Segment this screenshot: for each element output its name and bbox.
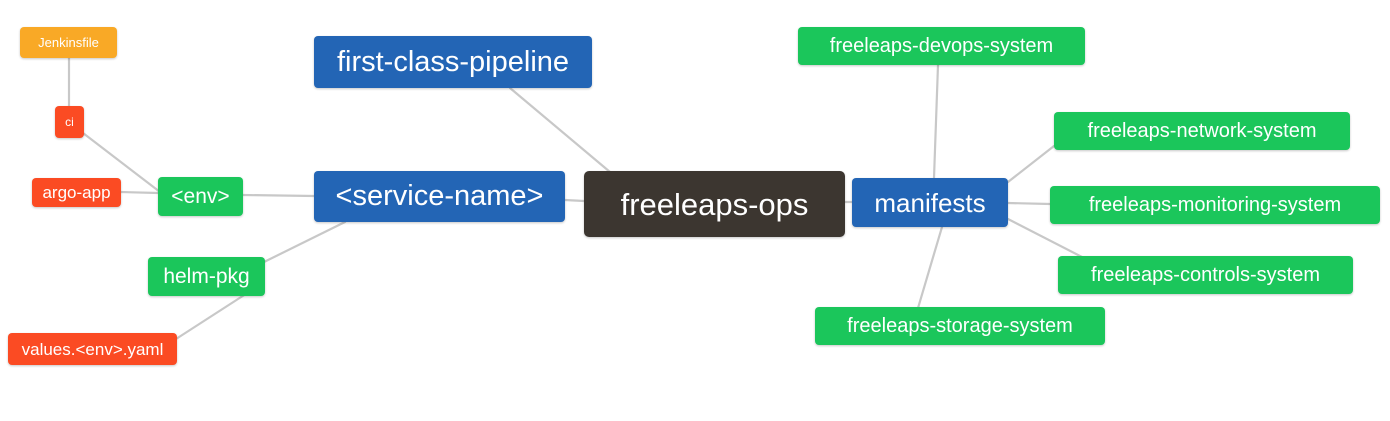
node-label: values.<env>.yaml — [21, 339, 164, 359]
edge-manifests-storage-system — [916, 225, 944, 310]
edge-root-service-name — [563, 198, 586, 203]
node-label: freeleaps-ops — [620, 186, 809, 222]
node-freeleaps-network-system[interactable]: freeleaps-network-system — [1054, 112, 1350, 150]
edge-manifests-monitoring-system — [1006, 201, 1052, 206]
edge-env-argo-app — [118, 190, 160, 195]
node-jenkinsfile[interactable]: Jenkinsfile — [20, 27, 117, 58]
node-manifests[interactable]: manifests — [852, 178, 1008, 227]
node-label: <service-name> — [335, 180, 544, 212]
node-label: Jenkinsfile — [38, 35, 99, 50]
node-freeleaps-storage-system[interactable]: freeleaps-storage-system — [815, 307, 1105, 345]
node-values-yaml[interactable]: values.<env>.yaml — [8, 333, 177, 365]
edge-service-name-env — [241, 193, 316, 198]
node-label: ci — [65, 115, 74, 129]
edge-root-first-class-pipeline — [508, 86, 612, 174]
node-label: freeleaps-storage-system — [847, 315, 1073, 337]
node-first-class-pipeline[interactable]: first-class-pipeline — [314, 36, 592, 88]
node-service-name[interactable]: <service-name> — [314, 171, 565, 222]
node-label: freeleaps-devops-system — [829, 35, 1054, 57]
node-label: <env> — [171, 185, 230, 208]
edge-manifests-network-system — [1006, 144, 1056, 184]
node-freeleaps-devops-system[interactable]: freeleaps-devops-system — [798, 27, 1085, 65]
node-helm-pkg[interactable]: helm-pkg — [148, 257, 265, 296]
edge-manifests-controls-system — [1006, 217, 1084, 259]
node-argo-app[interactable]: argo-app — [32, 178, 121, 207]
node-label: manifests — [874, 187, 986, 218]
node-label: argo-app — [42, 183, 111, 202]
node-label: freeleaps-monitoring-system — [1088, 194, 1342, 216]
node-ci[interactable]: ci — [55, 106, 84, 138]
node-label: freeleaps-network-system — [1087, 120, 1317, 142]
node-label: first-class-pipeline — [336, 45, 570, 78]
edge-service-name-helm-pkg — [260, 220, 347, 265]
node-label: freeleaps-controls-system — [1091, 264, 1320, 286]
node-freeleaps-controls-system[interactable]: freeleaps-controls-system — [1058, 256, 1353, 294]
node-root-freeleaps-ops[interactable]: freeleaps-ops — [584, 171, 845, 237]
node-env[interactable]: <env> — [158, 177, 243, 216]
edge-helm-pkg-values — [174, 288, 254, 341]
edge-manifests-devops-system — [932, 63, 940, 180]
node-freeleaps-monitoring-system[interactable]: freeleaps-monitoring-system — [1050, 186, 1380, 224]
node-label: helm-pkg — [163, 265, 250, 288]
